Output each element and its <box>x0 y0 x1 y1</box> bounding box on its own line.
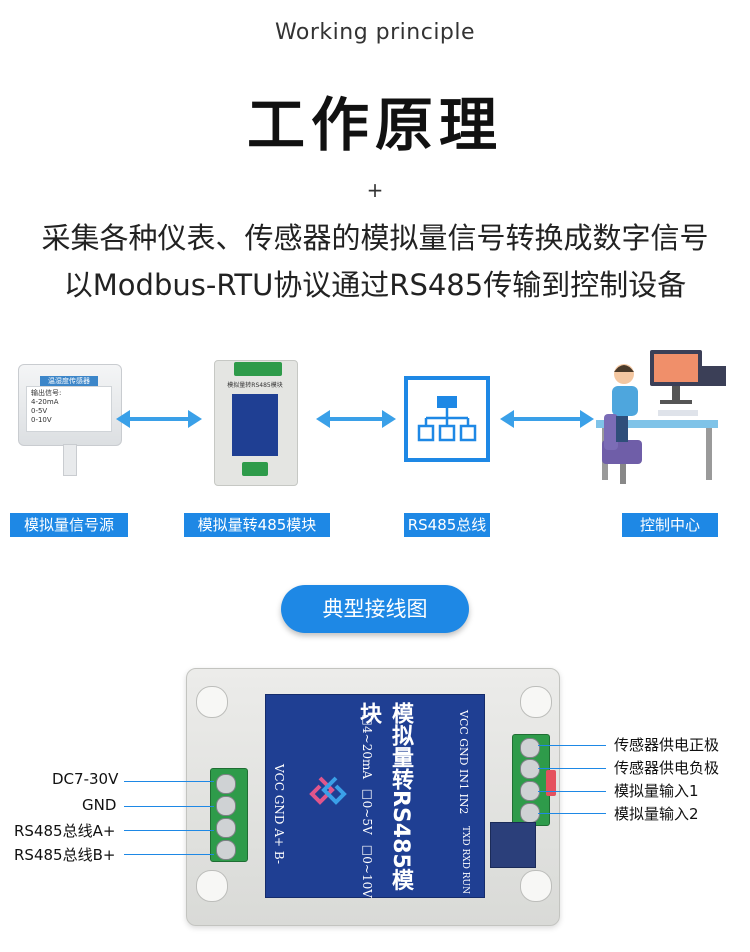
subtitle-en: Working principle <box>274 20 476 45</box>
sensor-illustration: 输出信号: 4-20mA 0-5V 0-10V 温湿度传感器 <box>18 364 122 476</box>
range-4-20ma: □4~20mA <box>360 712 374 780</box>
sensor-output-line: 0-5V <box>31 407 48 415</box>
workstation-icon <box>596 350 726 484</box>
module-label-panel <box>265 694 485 898</box>
wire-label-sensor-power-positive: 传感器供电正极 <box>614 736 720 754</box>
mounting-hole <box>196 870 228 902</box>
network-icon <box>417 396 477 442</box>
arrow-2 <box>316 410 396 428</box>
range-0-5v: □0~5V <box>360 786 374 835</box>
wire-label-analog-input-2: 模拟量输入2 <box>614 805 699 823</box>
screw-terminal <box>216 774 236 794</box>
wire-line <box>124 781 214 782</box>
wire-line <box>538 791 606 792</box>
bus-icon <box>404 376 490 462</box>
wire-label-analog-input-1: 模拟量输入1 <box>614 782 699 800</box>
dip-switch <box>546 770 556 796</box>
description-line-2: 以Modbus-RTU协议通过RS485传输到控制设备 <box>63 268 687 302</box>
wire-line <box>124 854 214 855</box>
sensor-output-line: 0-10V <box>31 416 52 424</box>
screw-terminal <box>520 803 540 823</box>
control-center-illustration <box>588 344 730 492</box>
sensor-output-line: 4-20mA <box>31 398 59 406</box>
sensor-output-line: 输出信号: <box>31 389 62 397</box>
flow-label-signal-source: 模拟量信号源 <box>10 513 128 537</box>
page-title: 工作原理 <box>246 91 503 159</box>
wire-label-gnd: GND <box>82 796 117 814</box>
range-0-10v: □0~10V <box>360 842 374 898</box>
module-small-title: 模拟量转RS485模块 <box>227 382 283 388</box>
wire-label-rs485-b: RS485总线B+ <box>14 846 116 864</box>
left-terminal-text: VCC GND A+ B- <box>272 764 286 864</box>
module-title: 模拟量转RS485模块 <box>356 702 413 891</box>
wire-line <box>538 745 606 746</box>
screw-terminal <box>216 818 236 838</box>
arrow-1 <box>116 410 202 428</box>
wire-label-dc7-30v: DC7-30V <box>52 770 119 788</box>
wire-line <box>124 806 214 807</box>
screw-terminal <box>520 781 540 801</box>
sensor-title: 温湿度传感器 <box>40 376 98 386</box>
screw-terminal <box>216 796 236 816</box>
wire-label-rs485-a: RS485总线A+ <box>14 822 116 840</box>
led-text: TXD RXD RUN <box>460 826 470 894</box>
flow-label-rs485-bus: RS485总线 <box>404 513 490 537</box>
module-illustration: 模拟量转RS485模块 <box>214 360 298 486</box>
flow-label-module: 模拟量转485模块 <box>184 513 330 537</box>
led-strip <box>490 822 536 868</box>
screw-terminal <box>216 840 236 860</box>
brand-logo <box>309 776 347 805</box>
plus-sign: + <box>366 178 384 202</box>
wire-line <box>124 830 214 831</box>
description-line-1: 采集各种仪表、传感器的模拟量信号转换成数字信号 <box>41 221 709 255</box>
arrow-3 <box>500 410 594 428</box>
wire-label-sensor-power-negative: 传感器供电负极 <box>614 759 720 777</box>
mounting-hole <box>520 686 552 718</box>
module-ranges: □4~20mA □0~5V □0~10V <box>350 712 374 898</box>
screw-terminal <box>520 738 540 758</box>
wire-line <box>538 813 606 814</box>
mounting-hole <box>196 686 228 718</box>
mounting-hole <box>520 870 552 902</box>
wiring-diagram-pill: 典型接线图 <box>281 585 469 633</box>
wire-line <box>538 768 606 769</box>
flow-label-control-center: 控制中心 <box>622 513 718 537</box>
screw-terminal <box>520 759 540 779</box>
right-terminal-text: VCC GND IN1 IN2 <box>457 710 470 815</box>
